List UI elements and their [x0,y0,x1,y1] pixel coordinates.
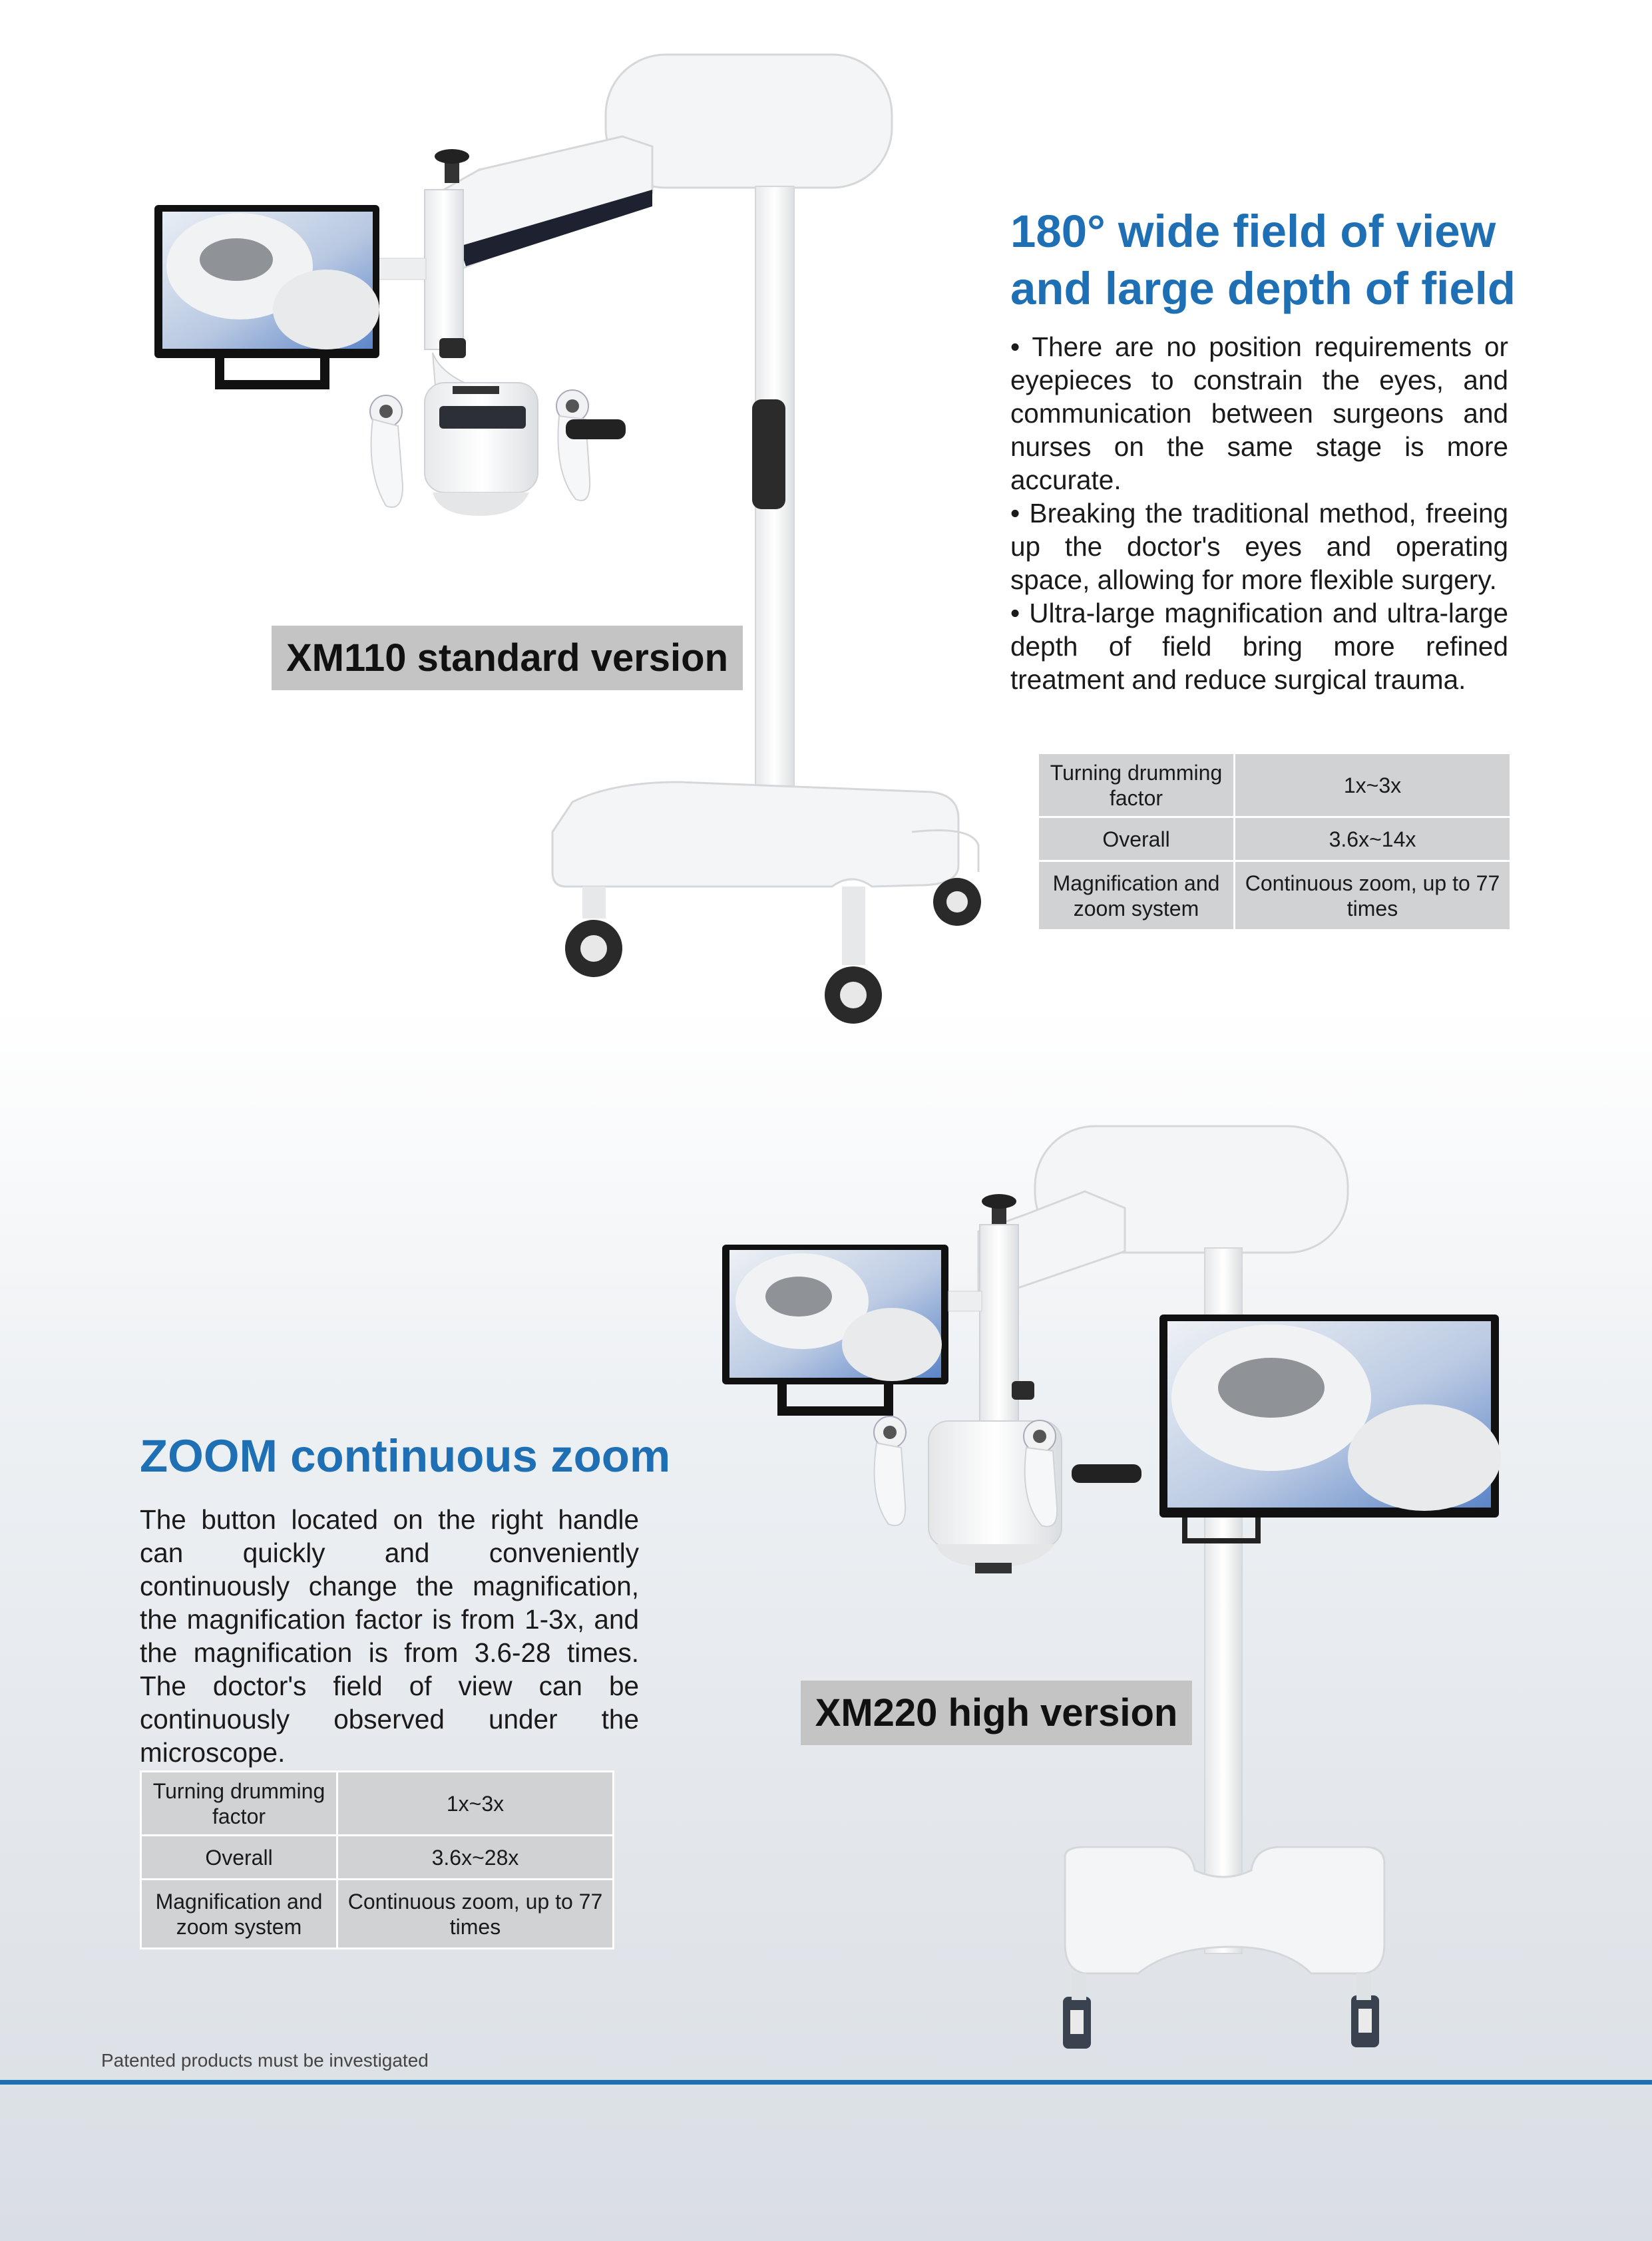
spec-key: Overall [140,1834,338,1880]
spec-value: 1x~3x [336,1770,614,1836]
bullet-item: • Breaking the traditional method, freei… [1010,498,1508,595]
spec-key: Magnification and zoom system [1037,860,1235,931]
feature-bullet-list: • There are no position requirements or … [1010,330,1508,696]
heading-line-2: and large depth of field [1010,262,1516,314]
table-row: Magnification and zoom system Continuous… [140,1878,614,1949]
zoom-description: The button located on the right handle c… [140,1504,639,1768]
xm220-spec-table: Turning drumming factor 1x~3x Overall 3.… [140,1770,614,1949]
table-row: Overall 3.6x~28x [140,1834,614,1880]
xm110-product-label: XM110 standard version [272,626,743,690]
table-row: Overall 3.6x~14x [1037,816,1512,862]
spec-value: 3.6x~14x [1233,816,1512,862]
bullet-item: • There are no position requirements or … [1010,331,1508,495]
spec-key: Overall [1037,816,1235,862]
xm220-microscope-image [722,1125,1501,2049]
spec-value: Continuous zoom, up to 77 times [1233,860,1512,931]
table-row: Turning drumming factor 1x~3x [140,1770,614,1836]
spec-value: 3.6x~28x [336,1834,614,1880]
spec-key: Turning drumming factor [140,1770,338,1836]
feature-heading-field-of-view: 180° wide field of view and large depth … [1010,203,1556,317]
spec-value: 1x~3x [1233,752,1512,818]
footer-note: Patented products must be investigated [101,2050,429,2071]
footer-divider [0,2080,1652,2085]
spec-key: Magnification and zoom system [140,1878,338,1949]
heading-line-1: 180° wide field of view [1010,206,1496,257]
feature-heading-zoom: ZOOM continuous zoom [140,1430,671,1482]
spec-key: Turning drumming factor [1037,752,1235,818]
table-row: Turning drumming factor 1x~3x [1037,752,1512,818]
xm110-microscope-image [154,53,981,1024]
table-row: Magnification and zoom system Continuous… [1037,860,1512,931]
bullet-item: • Ultra-large magnification and ultra-la… [1010,598,1508,695]
xm110-spec-table: Turning drumming factor 1x~3x Overall 3.… [1037,752,1512,931]
spec-value: Continuous zoom, up to 77 times [336,1878,614,1949]
xm220-product-label: XM220 high version [801,1681,1192,1745]
